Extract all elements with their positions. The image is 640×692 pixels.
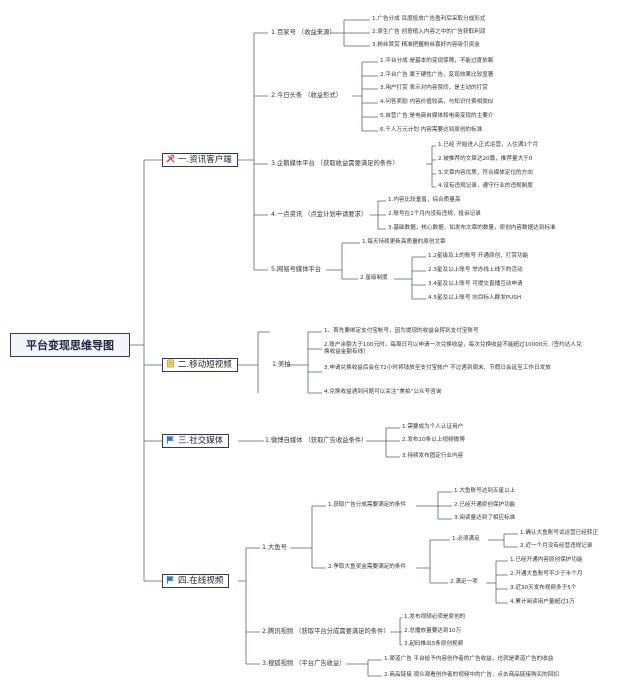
branch-tencent-video: 2.腾讯视频 （获取平台分成需要满足的条件）	[262, 628, 390, 635]
leaf-item: 2.总播放量要达到10万	[404, 628, 462, 634]
branch-toutiao: 2.今日头条 （收益形式）	[271, 92, 342, 99]
branch-ad-conditions: 1.获取广告分成需要满足的条件	[328, 502, 407, 508]
leaf-item: 1.渠道广告 平台给予内容创作者的广告收益，也就是渠道广告的收益	[384, 656, 554, 662]
leaf-item: 3.4星及以上账号 可提交直播互动申请	[428, 281, 523, 287]
branch-bonus-conditions: 2.争取大鱼奖金需要满足的条件	[328, 564, 407, 570]
leaf-item: 3.近30天发布视频多于5个	[510, 585, 577, 591]
branch-wangyi: 5.网易号媒体平台	[271, 266, 322, 273]
leaf-item: 1.2星级及上的账号 开通原创，打赏功能	[428, 253, 529, 259]
leaf-item: 1.发布视频必须是原创的	[404, 614, 466, 620]
category-short-video: 二.移动短视频	[162, 358, 238, 372]
branch-baijiahao: 1.百家号 （收益来源）	[271, 29, 336, 36]
leaf-item: 1.已经开通内容原创保护功能	[510, 557, 583, 563]
leaf-item: 2.被推荐的文章达20篇，推荐量大于0	[438, 156, 533, 162]
leaf-item: 3.文章内容优质，符合媒体定位的方向	[438, 170, 533, 176]
tools-icon	[166, 154, 175, 163]
leaf-item: 1.需要成为个人认证用户	[402, 424, 464, 430]
branch-weibo: 1.微博自媒体 （获取广告收益条件）	[265, 437, 368, 444]
category-label: 一.资讯客户端	[178, 155, 232, 165]
leaf-item: 4.没有违规记录，遵守行业的违规制度	[438, 183, 533, 189]
leaf-item: 3.起码推出5条原创视频	[404, 641, 464, 647]
leaf-item: 1.广告分成 百度投放广告盈利后采取分成形式	[372, 16, 486, 22]
leaf-item: 3.阅读量达到了相应标准	[454, 515, 516, 521]
category-online-video: 四.在线视频	[162, 574, 230, 588]
leaf-item: 2.原生广告 创意植入内容之中的广告获取利润	[372, 29, 486, 35]
leaf-item: 1、首先要绑定支付宝帐号，因为提现的收益会转到支付宝账号	[324, 328, 479, 334]
branch-meet-one: 2.满足一项	[450, 579, 478, 585]
leaf-item: 2.平台广告 属于硬性广告，变现效果比较显著	[380, 72, 494, 78]
leaf-item: 4.兑换收益遇到问题可以关注“美拍”公众号咨询	[324, 389, 442, 395]
category-social-media: 三.社交媒体	[162, 434, 230, 448]
flag-icon	[166, 435, 174, 444]
leaf-item: 1.大鱼账号达到五星以上	[454, 488, 516, 494]
category-label: 二.移动短视频	[178, 360, 232, 370]
leaf-item: 6.千人万元计划 内容需要达到原创的标准	[380, 127, 483, 133]
branch-meipai: 1.美拍	[272, 361, 291, 368]
leaf-item: 1.内容比较垂直，综合质量高	[388, 197, 461, 203]
leaf-item: 4.5星及以上账号 向目标人群发PUSH	[428, 295, 522, 301]
category-label: 四.在线视频	[178, 576, 224, 586]
leaf-item: 2.账户余额大于100元时，每周日可以申请一次兑换收益，每次兑换收益不能超过10…	[324, 342, 582, 355]
root-title: 平台变现思维导图	[10, 333, 130, 357]
category-news-clients: 一.资讯客户端	[162, 153, 238, 167]
branch-star-system: 2.星级制度	[360, 275, 388, 281]
leaf-item: 2.账号在1个月内没有违规，投诉记录	[388, 211, 481, 217]
leaf-item: 1.平台分成 是基本的变现保障，不能过度依赖	[380, 58, 494, 64]
branch-qie: 3.企鹅媒体平台 （获取收益需要满足的条件）	[271, 160, 399, 167]
leaf-item: 1.已经 开始进入正式运营，入住满1个月	[438, 142, 539, 148]
leaf-item: 3.申请兑换收益后会在72小时将钱放至支付宝帐户 不过遇到周末、节假日会延至工作…	[324, 365, 551, 371]
branch-must-meet: 1.必须满足	[452, 536, 480, 542]
leaf-item: 3.用户打赏 表示对内容赞同，是主动的打赏	[380, 85, 488, 91]
leaf-item: 4.问答奖励 内容价值较高，与知识付费相类似	[380, 99, 494, 105]
branch-dayu: 1.大鱼号	[262, 544, 287, 551]
scroll-icon	[166, 359, 175, 368]
branch-yidian: 4.一点资讯 （点金计划申请要求）	[271, 211, 368, 218]
leaf-item: 3.基础数据，核心数据，如发布文章的数量，原创内容数据达到标准	[388, 225, 556, 231]
branch-sohu-video: 3.搜狐视频 （平台广告收益）	[262, 660, 346, 667]
leaf-item: 2.近一个月没有经营违规记录	[520, 543, 593, 549]
leaf-item: 5.自营广告 是电商自媒体和电商变现的主要介	[380, 113, 494, 119]
leaf-item: 4.累计阅读用户量超过1万	[510, 599, 575, 605]
leaf-item: 2.商品链接 观众观看创作者的视频中的广告，点击商品链接购买的回扣	[384, 672, 559, 678]
leaf-item: 3.粉丝赞赏 精准把握粉丝喜好内容吸引资金	[372, 42, 480, 48]
category-label: 三.社交媒体	[178, 436, 224, 446]
leaf-item: 3.持续发布固定行业内容	[402, 453, 464, 459]
flag-icon	[166, 575, 174, 584]
leaf-item: 1.确认大鱼账号试运营已经转正	[520, 530, 599, 536]
leaf-item: 2.开通大鱼账号不少于半个月	[510, 571, 583, 577]
leaf-item: 1.每天持续更新高质量的原创文章	[362, 239, 446, 245]
leaf-item: 2.发布10条以上视频微博	[402, 437, 465, 443]
leaf-item: 2.3星及以上账号 举办线上线下的活动	[428, 267, 523, 273]
leaf-item: 2.已经开通原创保护功能	[454, 502, 516, 508]
